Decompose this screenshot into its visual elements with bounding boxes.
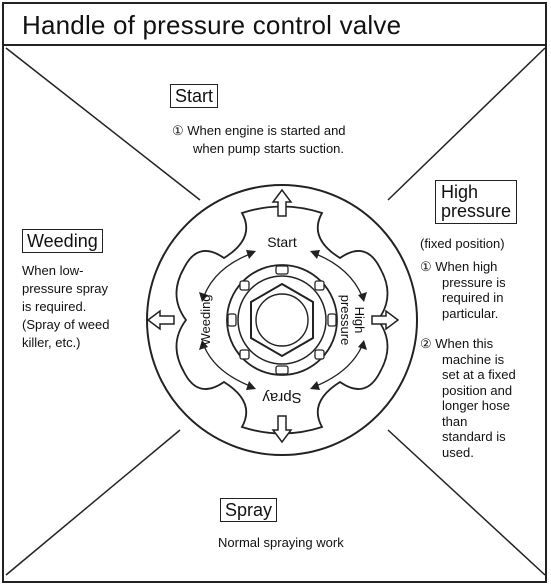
knob-scalloped-outline: [175, 205, 389, 435]
hp-item2-line: ② When this: [420, 336, 494, 351]
knob-label-start: Start: [267, 234, 297, 250]
arrow-up-icon: [271, 188, 293, 217]
weeding-desc: When low- pressure spray is required. (S…: [22, 262, 109, 352]
curved-arrow-lower-left: [203, 345, 251, 387]
curved-arrow-upper-right: [315, 253, 363, 297]
arrowhead-icon: [358, 340, 367, 350]
high-pressure-item1: ① When high pressure is required in part…: [420, 259, 506, 321]
hp-item2-line: set at a fixed: [442, 367, 516, 382]
arrowhead-icon: [199, 292, 208, 302]
hp-item2-line: standard is: [442, 429, 506, 444]
hex-nut-icon: [250, 282, 314, 358]
hp-item2-line: than: [442, 413, 468, 429]
hp-item2-line: machine is: [442, 351, 505, 367]
weeding-line: pressure spray: [22, 281, 108, 296]
weeding-label-box: Weeding: [22, 229, 103, 253]
weeding-line: (Spray of weed: [22, 317, 110, 332]
start-item-cont: when pump starts suction.: [193, 141, 345, 156]
hub-notch: [227, 313, 237, 327]
hub-notch: [314, 280, 325, 291]
hp-item2-line: longer hose: [442, 398, 510, 413]
arrow-down-icon: [271, 415, 293, 444]
arrowhead-icon: [246, 250, 256, 259]
hub-notch: [327, 313, 337, 327]
weeding-line: killer, etc.): [22, 335, 81, 350]
knob-label-high-line1: High: [352, 307, 367, 334]
hp-item1-line: required in: [442, 290, 504, 305]
hub-notches: [227, 265, 337, 375]
start-label-box: Start: [170, 84, 219, 108]
arrow-left-icon: [146, 309, 175, 331]
knob-label-high-line2: pressure: [338, 295, 353, 346]
title-bar: Handle of pressure control valve: [2, 2, 547, 46]
hp-item2-line: used.: [442, 444, 474, 460]
arrowhead-icon: [310, 381, 320, 390]
curved-arrow-lower-right: [315, 345, 363, 387]
hub-notch: [275, 365, 289, 375]
arrowhead-icon: [310, 250, 320, 259]
hub-notch: [239, 349, 250, 360]
hp-item1-line: particular.: [442, 305, 499, 321]
high-pressure-label-line2: pressure: [441, 201, 512, 221]
diagonal-top-right: [387, 47, 546, 201]
diagram-frame: [2, 2, 547, 583]
weeding-line: When low-: [22, 263, 84, 278]
hub-notch: [314, 349, 325, 360]
diagonal-top-left: [5, 47, 201, 201]
high-pressure-label-line1: High: [441, 182, 479, 202]
high-pressure-item2: ② When this machine is set at a fixed po…: [420, 336, 516, 460]
arrowhead-icon: [358, 292, 367, 302]
arrow-right-icon: [371, 309, 400, 331]
page-title: Handle of pressure control valve: [22, 10, 402, 40]
hp-item1-line: pressure is: [442, 274, 506, 290]
arrowhead-icon: [246, 381, 256, 390]
weeding-line: is required.: [22, 299, 87, 314]
hp-item1-line: ① When high: [420, 259, 498, 274]
diagonal-bottom-right: [387, 429, 546, 576]
nut-inner-circle: [255, 293, 309, 347]
arrowhead-icon: [199, 340, 208, 350]
high-pressure-fixed: (fixed position): [420, 236, 505, 251]
knob-label-weeding: Weeding: [198, 294, 213, 345]
high-pressure-label-box: High pressure: [435, 180, 518, 224]
diagonal-bottom-left: [5, 429, 181, 576]
hub-notch: [275, 265, 289, 275]
curved-arrow-upper-left: [203, 253, 251, 297]
knob-label-spray: Spray: [262, 389, 302, 406]
hub-notch: [239, 280, 250, 291]
start-item: ① When engine is started and: [172, 123, 346, 138]
spray-label-box: Spray: [220, 498, 278, 522]
spray-desc: Normal spraying work: [218, 535, 344, 550]
hp-item2-line: position and: [442, 382, 513, 398]
diagonal-lines: [5, 47, 546, 576]
